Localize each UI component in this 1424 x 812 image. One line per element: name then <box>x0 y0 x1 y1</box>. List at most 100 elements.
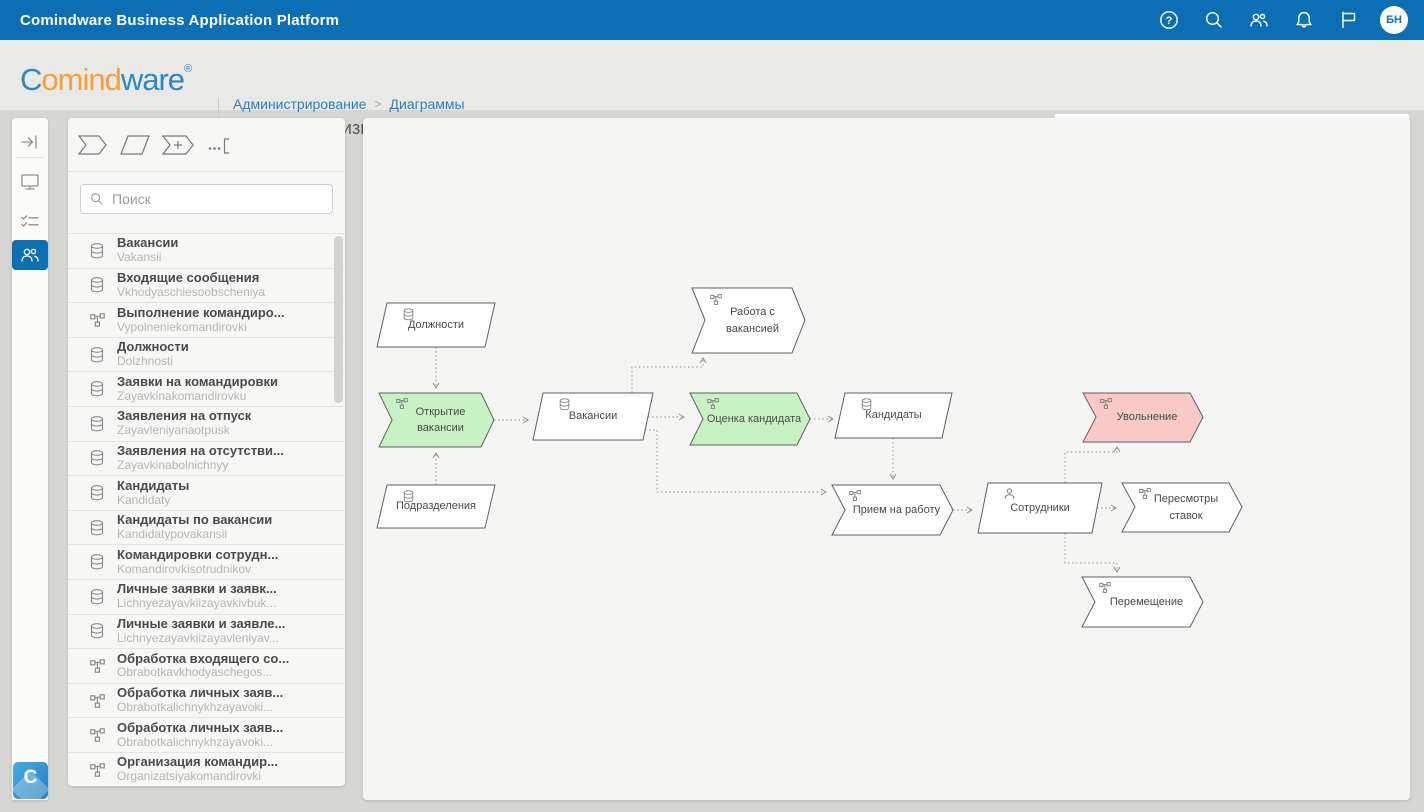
list-item[interactable]: Кандидаты по вакансии Kandidatypovakansi… <box>68 511 345 546</box>
palette-list: Вакансии Vakansii Входящие сообщения Vkh… <box>68 233 345 786</box>
collapse-panel-icon[interactable] <box>12 127 48 157</box>
palette-panel: Вакансии Vakansii Входящие сообщения Vkh… <box>68 118 345 786</box>
diagram-node-peresmotry-stavok[interactable]: Пересмотры ставок <box>1122 483 1242 532</box>
chevron-shape-tool[interactable] <box>78 134 108 155</box>
list-item-title: Должности <box>117 340 189 355</box>
diagram-node-vakansii[interactable]: Вакансии <box>533 393 653 440</box>
list-item-subtitle: Zayavkinabolnichnyy <box>117 457 229 472</box>
list-item-subtitle: Vkhodyaschiesoobscheniya <box>117 284 266 299</box>
svg-text:?: ? <box>1166 15 1173 27</box>
edge-sotrudniki-peremeschenie <box>1064 533 1121 573</box>
diagram-node-uvolnenie[interactable]: Увольнение <box>1083 393 1203 442</box>
list-item-subtitle: Zayavkinakomandirovku <box>117 388 247 403</box>
list-item[interactable]: Вакансии Vakansii <box>68 234 345 269</box>
palette-search <box>80 184 333 214</box>
shape-toolbar <box>68 118 345 172</box>
database-icon <box>90 347 107 363</box>
list-item-title: Обработка входящего со... <box>117 651 290 666</box>
breadcrumb-separator: > <box>374 97 382 111</box>
diagram-node-otkrytie-vakansii[interactable]: Открытие вакансии <box>379 393 494 447</box>
list-item[interactable]: Организация командир... Organizatsiyakom… <box>68 753 345 786</box>
desktop-icon[interactable] <box>12 166 48 196</box>
list-item-subtitle: Zayavleniyanaotpusk <box>117 423 230 438</box>
page-header: Comindware® Администрирование > Диаграмм… <box>0 40 1424 147</box>
database-icon <box>559 398 570 411</box>
diagram-node-sotrudniki[interactable]: Сотрудники <box>978 483 1102 533</box>
list-scrollbar-thumb[interactable] <box>334 236 343 403</box>
checklist-icon[interactable] <box>12 206 48 236</box>
notifications-bell-icon[interactable] <box>1290 6 1318 34</box>
list-item[interactable]: Выполнение командиро... Vypolneniekomand… <box>68 303 345 338</box>
process-icon <box>849 490 861 501</box>
app-title: Comindware Business Application Platform <box>20 11 340 29</box>
diagram-node-rabota-s-vakansiey[interactable]: Работа с вакансией <box>692 288 805 353</box>
comindware-logo: Comindware® <box>20 62 193 97</box>
list-item-subtitle: Kandidaty <box>117 492 171 507</box>
users-icon[interactable] <box>1245 6 1273 34</box>
list-item-title: Командировки сотрудн... <box>117 547 279 562</box>
list-item[interactable]: Заявления на отпуск Zayavleniyanaotpusk <box>68 407 345 442</box>
database-icon <box>90 485 107 501</box>
edge-sotrudniki-uvolnenie <box>1064 446 1121 483</box>
list-item[interactable]: Обработка личных заяв... Obrabotkalichny… <box>68 718 345 753</box>
list-item-title: Обработка личных заяв... <box>117 720 284 735</box>
more-shapes-tool[interactable] <box>208 135 231 155</box>
list-item[interactable]: Обработка входящего со... Obrabotkavkhod… <box>68 649 345 684</box>
help-icon[interactable]: ? <box>1155 6 1183 34</box>
search-icon[interactable] <box>1200 6 1228 34</box>
database-icon <box>90 520 107 536</box>
list-item[interactable]: Заявки на командировки Zayavkinakomandir… <box>68 372 345 407</box>
list-item-title: Кандидаты <box>117 478 190 493</box>
parallelogram-shape-tool[interactable] <box>120 134 150 155</box>
list-item-title: Личные заявки и заявле... <box>117 616 286 631</box>
list-item[interactable]: Должности Dolzhnosti <box>68 338 345 373</box>
process-icon <box>1139 488 1151 499</box>
database-icon <box>90 277 107 293</box>
list-item[interactable]: Обработка личных заяв... Obrabotkalichny… <box>68 684 345 719</box>
breadcrumb-administration[interactable]: Администрирование <box>233 96 367 112</box>
user-avatar[interactable]: БН <box>1380 6 1408 34</box>
person-icon <box>1004 488 1015 500</box>
list-item-title: Входящие сообщения <box>117 271 260 286</box>
diagram-node-dolzhnosti[interactable]: Должности <box>377 303 495 347</box>
list-item-subtitle: Vypolneniekomandirovki <box>117 319 247 334</box>
process-icon <box>90 694 107 708</box>
list-item[interactable]: Входящие сообщения Vkhodyaschiesoobschen… <box>68 269 345 304</box>
list-item-title: Заявления на отсутстви... <box>117 443 284 458</box>
add-chevron-shape-tool[interactable] <box>162 134 196 155</box>
process-icon <box>90 659 107 673</box>
list-item-subtitle: Organizatsiyakomandirovki <box>117 769 262 784</box>
database-icon <box>90 416 107 432</box>
database-icon <box>90 589 107 605</box>
edge-vakansii-rabota <box>631 357 707 393</box>
database-icon <box>90 623 107 639</box>
list-item-subtitle: Obrabotkavkhodyaschegos... <box>117 665 273 680</box>
diagram-canvas[interactable]: Должности Открытие вакансии Подразделени… <box>363 118 1410 800</box>
list-item-subtitle: Vakansii <box>117 250 162 265</box>
list-item-subtitle: Dolzhnosti <box>117 354 174 369</box>
sidebar-item-capabilities-active[interactable] <box>12 240 48 270</box>
list-item[interactable]: Командировки сотрудн... Komandirovkisotr… <box>68 545 345 580</box>
breadcrumb-diagrams[interactable]: Диаграммы <box>389 96 465 112</box>
database-icon <box>403 308 414 321</box>
list-item[interactable]: Личные заявки и заявле... Lichnyezayavki… <box>68 615 345 650</box>
list-item[interactable]: Личные заявки и заявк... Lichnyezayavkii… <box>68 580 345 615</box>
database-icon <box>403 490 414 503</box>
list-item[interactable]: Кандидаты Kandidaty <box>68 476 345 511</box>
list-item-subtitle: Lichnyezayavkiizayavleniyav... <box>117 630 279 645</box>
diagram-node-otsenka-kandidata[interactable]: Оценка кандидата <box>690 393 810 445</box>
database-icon <box>90 554 107 570</box>
list-item-title: Выполнение командиро... <box>117 305 285 320</box>
diagram-node-kandidaty[interactable]: Кандидаты <box>835 393 952 438</box>
list-item-subtitle: Kandidatypovakansii <box>117 527 228 542</box>
diagram-node-podrazdeleniya[interactable]: Подразделения <box>377 485 495 528</box>
flag-icon[interactable] <box>1335 6 1363 34</box>
diagram-node-priem-na-rabotu[interactable]: Прием на работу <box>832 485 953 535</box>
diagram-node-peremeschenie[interactable]: Перемещение <box>1082 577 1203 627</box>
list-item-title: Кандидаты по вакансии <box>117 513 273 528</box>
top-bar: Comindware Business Application Platform… <box>0 0 1424 40</box>
search-input[interactable] <box>110 190 314 208</box>
comindware-c-logo[interactable]: C <box>13 762 48 799</box>
list-item[interactable]: Заявления на отсутстви... Zayavkinabolni… <box>68 442 345 477</box>
process-icon <box>396 398 408 409</box>
